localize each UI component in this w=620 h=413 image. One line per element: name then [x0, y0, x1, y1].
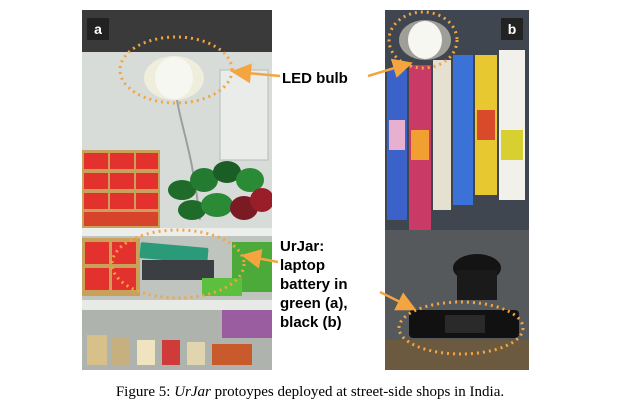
shop-photo-a — [82, 10, 272, 370]
candy-packets — [168, 161, 272, 220]
urjar-label-line: green (a), — [280, 295, 348, 312]
led-bulb-icon — [399, 20, 451, 60]
shop-photo-b — [385, 10, 529, 370]
caption-name: UrJar — [174, 384, 211, 400]
laptop-battery-icon — [409, 310, 519, 338]
led-bulb-label: LED bulb — [282, 70, 348, 87]
figure-caption: Figure 5: UrJar protoypes deployed at st… — [0, 384, 620, 401]
urjar-label-line: black (b) — [280, 314, 342, 331]
photo-panel-a: a — [82, 10, 272, 370]
caption-text: protoypes deployed at street-side shops … — [210, 384, 505, 400]
panel-letter-a: a — [87, 18, 109, 40]
urjar-label-line: UrJar: — [280, 238, 325, 255]
led-bulb-icon — [144, 56, 204, 100]
panel-letter-b: b — [501, 18, 523, 40]
photo-panel-b: b — [385, 10, 529, 370]
urjar-label-line: laptop — [280, 257, 325, 274]
laptop-battery-icon — [139, 242, 214, 280]
caption-prefix: Figure 5: — [115, 384, 175, 400]
sachet-strips — [387, 50, 525, 235]
biscuit-packs — [82, 150, 160, 228]
urjar-label-line: battery in — [280, 276, 348, 293]
urjar-battery-label: UrJar: laptop battery in green (a), blac… — [280, 237, 380, 332]
